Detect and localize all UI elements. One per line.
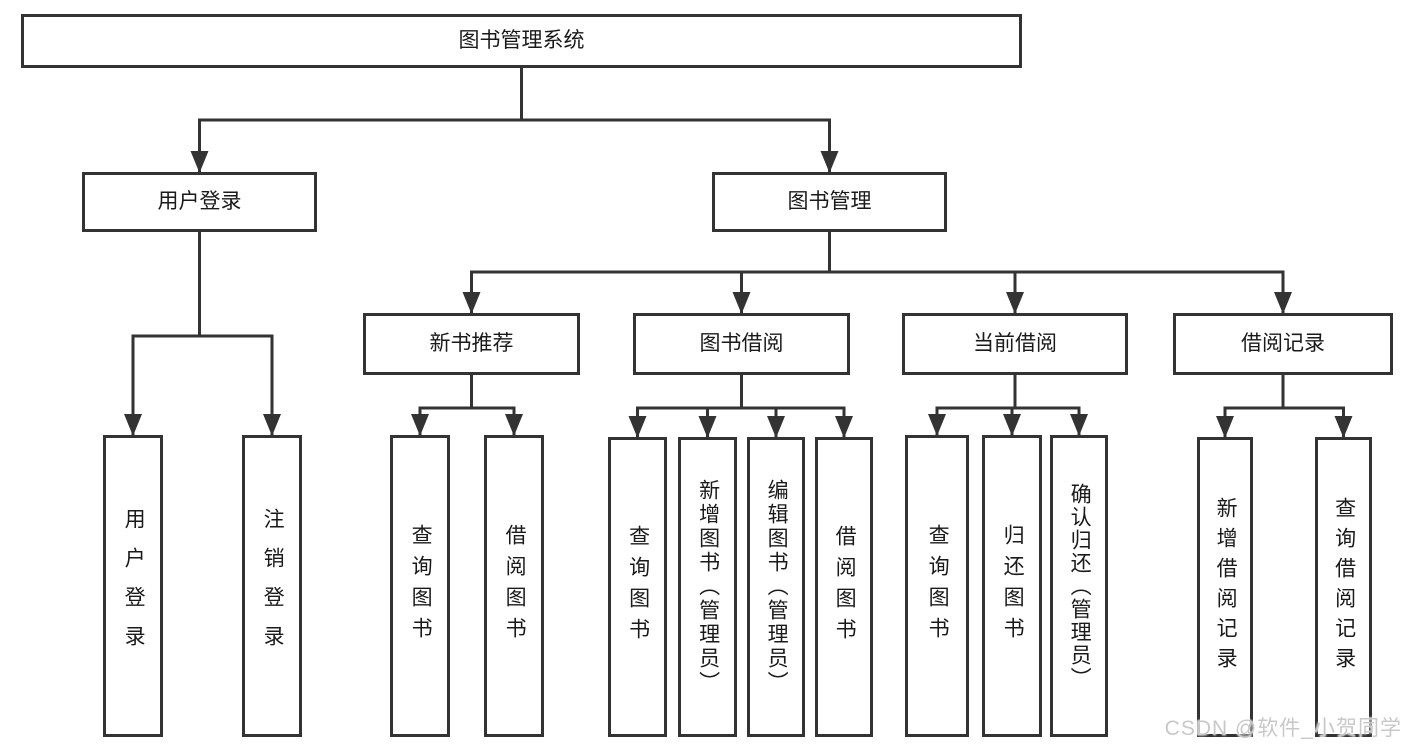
connector-book-borrow — [628, 373, 853, 438]
node-book-mgmt: 图书管理 — [712, 172, 947, 232]
node-leaf-add-record: 新增借阅记录 — [1197, 437, 1253, 737]
node-leaf-confirm-return: 确认归还（管理员） — [1050, 435, 1108, 737]
node-leaf-query-book-2: 查询图书 — [608, 437, 667, 737]
node-leaf-borrow-book-2: 借阅图书 — [815, 437, 873, 737]
connector-new-book-rec — [411, 373, 523, 436]
node-current-borrow: 当前借阅 — [902, 313, 1128, 375]
connector-borrow-records — [1216, 373, 1353, 438]
connector-root — [190, 66, 839, 173]
node-new-book-rec: 新书推荐 — [363, 313, 580, 375]
node-user-login: 用户登录 — [82, 172, 317, 232]
node-borrow-records: 借阅记录 — [1173, 313, 1393, 375]
node-leaf-query-book-3: 查询图书 — [905, 435, 969, 737]
node-book-borrow: 图书借阅 — [633, 313, 850, 375]
node-leaf-edit-book: 编辑图书（管理员） — [747, 437, 805, 737]
connector-user-login — [124, 230, 281, 436]
node-root: 图书管理系统 — [21, 14, 1022, 68]
node-leaf-user-login: 用户登录 — [103, 435, 163, 737]
node-leaf-logout: 注销登录 — [242, 435, 302, 737]
node-leaf-query-record: 查询借阅记录 — [1315, 437, 1372, 737]
connector-current-borrow — [928, 373, 1088, 436]
node-leaf-borrow-book-1: 借阅图书 — [484, 435, 544, 737]
watermark: CSDN @软件_小贺同学 — [1164, 717, 1402, 740]
connector-book-mgmt — [462, 230, 1292, 314]
edge-layer — [124, 66, 1353, 438]
node-leaf-add-book: 新增图书（管理员） — [678, 437, 737, 737]
node-leaf-return-book: 归还图书 — [982, 435, 1042, 737]
node-leaf-query-book-1: 查询图书 — [390, 435, 450, 737]
